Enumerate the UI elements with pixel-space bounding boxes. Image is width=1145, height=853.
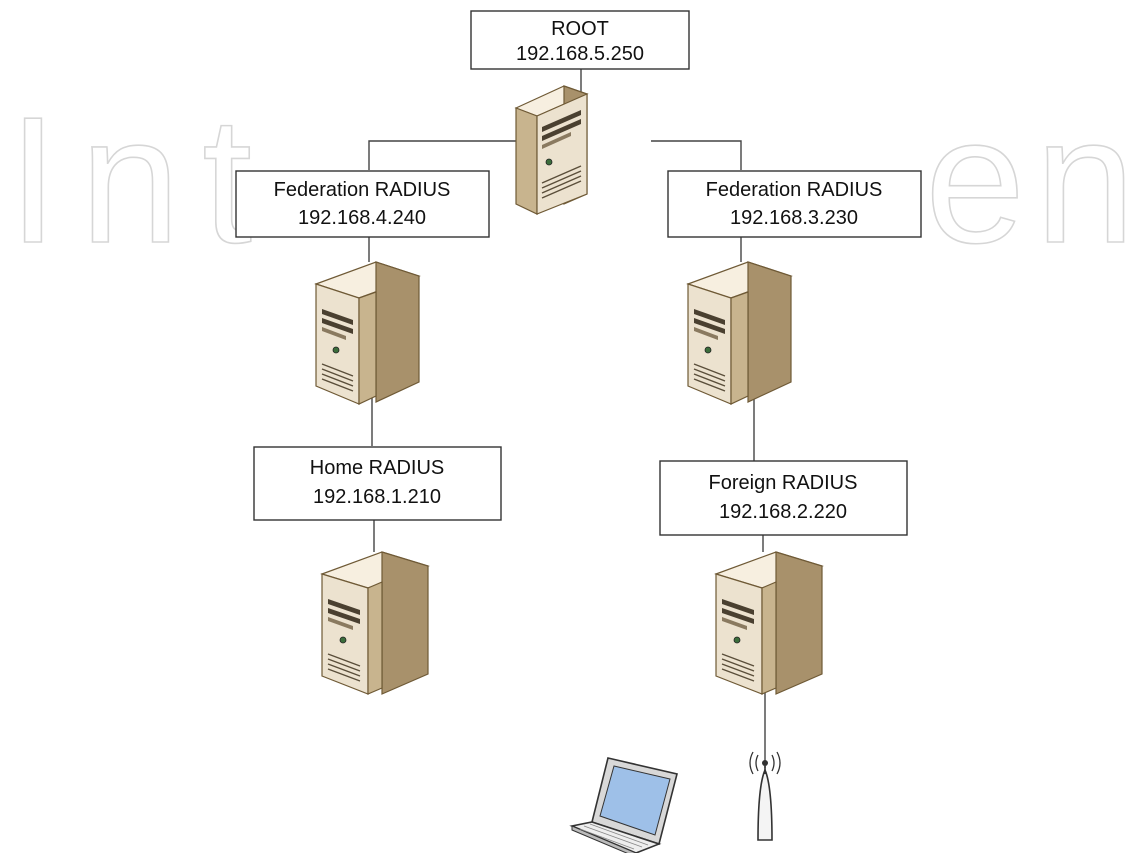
node-ip: 192.168.2.220 xyxy=(719,501,847,523)
node-title: Foreign RADIUS xyxy=(709,472,858,494)
watermark-left: Int xyxy=(8,80,274,281)
node-box xyxy=(235,170,490,238)
watermark-right: en xyxy=(925,80,1145,281)
node-box xyxy=(659,460,908,536)
node-ip: 192.168.5.250 xyxy=(516,43,644,65)
line-root-to-federation-right xyxy=(651,140,742,170)
server-icon xyxy=(686,261,793,405)
node-box xyxy=(253,446,502,521)
server-icon xyxy=(314,261,421,405)
node-foreign: Foreign RADIUS 192.168.2.220 xyxy=(659,460,908,536)
connector-lines xyxy=(368,69,766,768)
node-federation-right: Federation RADIUS 192.168.3.230 xyxy=(667,170,922,238)
node-ip: 192.168.1.210 xyxy=(313,486,441,508)
server-icon xyxy=(320,551,430,695)
node-title: Federation RADIUS xyxy=(274,179,451,201)
node-box xyxy=(667,170,922,238)
node-root: ROOT 192.168.5.250 xyxy=(470,10,690,70)
node-title: Federation RADIUS xyxy=(706,179,883,201)
laptop-icon xyxy=(569,757,678,853)
node-home: Home RADIUS 192.168.1.210 xyxy=(253,446,502,521)
node-ip: 192.168.4.240 xyxy=(298,207,426,229)
node-title: ROOT xyxy=(551,18,609,40)
node-title: Home RADIUS xyxy=(310,457,444,479)
node-ip: 192.168.3.230 xyxy=(730,207,858,229)
node-box xyxy=(470,10,690,70)
watermark: Int en xyxy=(7,79,1145,282)
access-point-icon xyxy=(749,751,781,841)
server-icon xyxy=(514,85,589,215)
node-federation-left: Federation RADIUS 192.168.4.240 xyxy=(235,170,490,238)
line-root-to-federation-left xyxy=(368,140,516,170)
server-icon xyxy=(714,551,824,695)
